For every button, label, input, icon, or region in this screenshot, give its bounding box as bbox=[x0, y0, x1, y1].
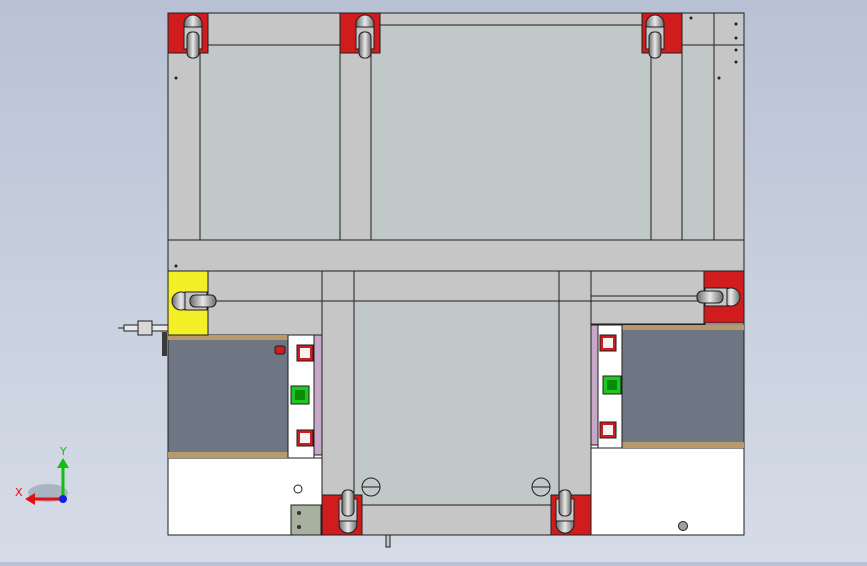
mount-plate bbox=[290, 504, 322, 536]
fastener-dot bbox=[734, 60, 738, 64]
indicator bbox=[274, 345, 286, 355]
triad-z-axis bbox=[59, 495, 67, 503]
fastener-dot bbox=[734, 22, 738, 26]
lower-crossbar-inner bbox=[207, 300, 324, 336]
lower-crossbar-inner-r bbox=[589, 295, 706, 325]
upper-panel-main bbox=[370, 24, 652, 241]
bottom-pin bbox=[385, 534, 391, 548]
caster-top-center bbox=[339, 12, 381, 59]
orientation-triad[interactable]: Y X bbox=[15, 445, 69, 505]
fastener-dot bbox=[717, 76, 721, 80]
left-motor-unit bbox=[167, 334, 323, 459]
right-motor-unit bbox=[590, 324, 745, 449]
knob bbox=[678, 521, 688, 531]
caster-mid-right bbox=[696, 270, 745, 324]
fastener-dot bbox=[734, 36, 738, 40]
triad-y-label: Y bbox=[59, 445, 67, 458]
side-latch bbox=[118, 320, 169, 356]
center-panel bbox=[353, 300, 560, 506]
caster-bottom-left bbox=[321, 489, 363, 536]
fastener-dot bbox=[734, 48, 738, 52]
upper-panel-left bbox=[199, 44, 341, 241]
fastener-dot bbox=[174, 76, 178, 80]
fastener-dot bbox=[174, 264, 178, 268]
upper-frame bbox=[167, 12, 745, 272]
caster-top-left bbox=[167, 12, 209, 59]
triad-x-label: X bbox=[15, 486, 23, 499]
caster-top-right bbox=[641, 12, 683, 59]
caster-bottom-right bbox=[550, 489, 592, 536]
caster-mid-left bbox=[167, 270, 217, 336]
knob-small bbox=[293, 484, 303, 494]
upper-panel-right bbox=[681, 44, 715, 241]
fastener-dot bbox=[689, 16, 693, 20]
center-bottom-bar bbox=[353, 504, 560, 536]
